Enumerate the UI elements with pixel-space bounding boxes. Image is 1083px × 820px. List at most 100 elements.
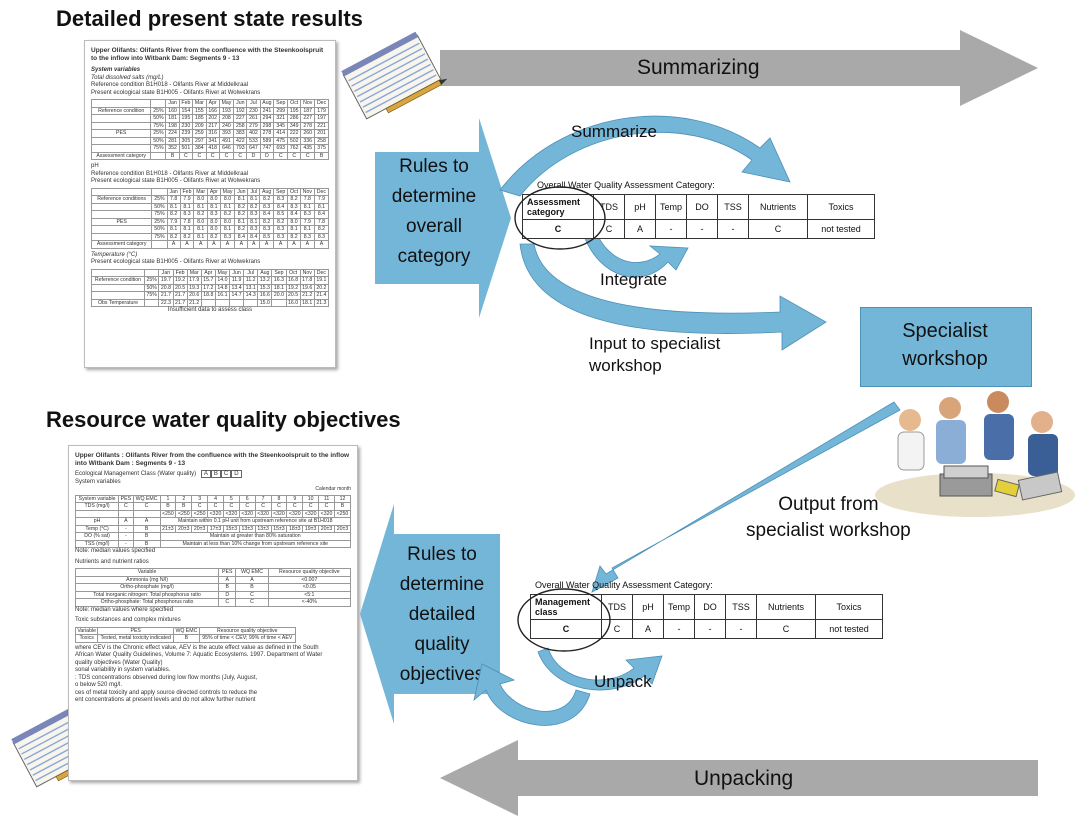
table-cell [151,240,168,249]
input-label-line1: Input to specialist [589,334,721,353]
specialist-workshop-text: Specialist workshop [862,317,1028,373]
doc-bottom-title: Upper Olifants : Olifants River from the… [75,452,350,468]
rules-top-line1: Rules to [399,156,469,177]
footnote-line: African Water Quality Guidelines, Volume… [75,652,323,658]
table-cell: C [218,151,235,161]
assessment-header: Nutrients [748,194,809,220]
management-header: Toxics [815,594,884,620]
table-row: <250<250<250<320<320<320<320<320<320<320… [74,509,352,518]
doc-bottom-calendar: Calendar month [315,486,351,493]
doc-top-ref2: Reference condition B1H018 - Olifants Ri… [91,170,249,177]
specialist-workshop-box [860,307,1032,387]
output-label-line2: specialist workshop [746,520,911,541]
table-cell: C [287,151,302,161]
footnote-line: quality objectives (Water Quality) [75,659,163,666]
management-value: A [632,619,664,639]
table-cell: A [166,240,181,249]
management-value: not tested [815,619,884,639]
footnote-line: where CEV is the Chronic effect value, A… [75,644,319,651]
management-header: Nutrients [756,594,817,620]
rules-bottom-line1: Rules to [407,544,477,565]
doc-top-pes2: Present ecological state B1H005 - Olifan… [91,178,261,185]
doc-bottom-footnotes: where CEV is the Chronic effect value, A… [75,645,351,705]
assessment-value: - [717,219,750,239]
input-label-line2: workshop [589,356,662,375]
rules-overall-arrow [375,118,511,318]
management-value: - [694,619,727,639]
management-header: Management class [530,594,602,620]
doc-top-section: System variables [91,67,141,74]
assessment-header: pH [624,194,656,220]
rules-bottom-line3: detailed [408,604,476,625]
table-cell: Toxics [74,634,99,643]
specialist-line1: Specialist [902,320,988,342]
emc-class-c: C [220,470,232,479]
specialist-line2: workshop [902,348,988,370]
resource-objectives-document: Upper Olifants : Olifants River from the… [68,445,358,781]
table-cell: - [118,539,134,548]
table-cell: <-40% [267,598,352,607]
emc-label: Ecological Management Class (Water quali… [75,471,197,478]
summarizing-arrow [440,30,1038,106]
doc-top-note: Insufficient data to assess class [167,307,253,314]
assessment-header: Toxics [807,194,876,220]
table-cell: A [273,240,289,249]
doc-bottom-section1: System variables [75,478,121,485]
management-header: TSS [725,594,758,620]
assessment-value: C [748,219,809,239]
table-cell: B [314,151,329,161]
management-header: DO [694,594,727,620]
assessment-header: Temp [654,194,688,220]
doc-top-ref1: Reference condition B1H018 - Olifants Ri… [91,82,249,89]
top-table-title: Overall Water Quality Assessment Categor… [537,180,715,190]
output-label-line1: Output from [778,494,879,515]
present-state-document: Upper Olifants: Olifants River from the … [84,40,336,368]
people-meeting-icon [875,391,1075,517]
emc-class-b: B [210,470,221,479]
footnote-line: ent concentrations at present levels and… [75,697,256,703]
table-cell: Tested, metal toxicity indicated [97,634,175,643]
table-cell: Maintain at less than 10% change from up… [159,539,351,548]
integrate-label: Integrate [600,270,668,289]
assessment-value: A [624,219,656,239]
table-cell: A [313,240,330,249]
table-cell: A [234,240,249,249]
assessment-value: not tested [807,219,876,239]
table-cell: 21.3 [313,298,330,308]
table-cell: C [218,598,237,607]
unpack-label: Unpack [594,672,652,691]
management-value: - [725,619,758,639]
unpacking-arrow [440,740,1038,816]
table-cell: D [246,151,261,161]
assessment-header: TSS [717,194,750,220]
rules-top-line4: category [397,246,471,267]
assessment-header: DO [686,194,719,220]
table-cell: 95% of time < CEV; 99% of time < AEV [198,634,296,643]
emc-class-d: D [231,470,242,479]
doc-bottom-note1: Note: median values specified [75,548,156,554]
rules-bottom-line4: quality [414,634,470,655]
unpacking-label: Unpacking [694,767,794,790]
table-cell: C [178,151,194,161]
footnote-line: o below 520 mg/l. [75,682,123,688]
doc-top-pes3: Present ecological state B1H005 - Olifan… [91,259,261,266]
input-label: Input to specialist workshop [589,333,720,377]
